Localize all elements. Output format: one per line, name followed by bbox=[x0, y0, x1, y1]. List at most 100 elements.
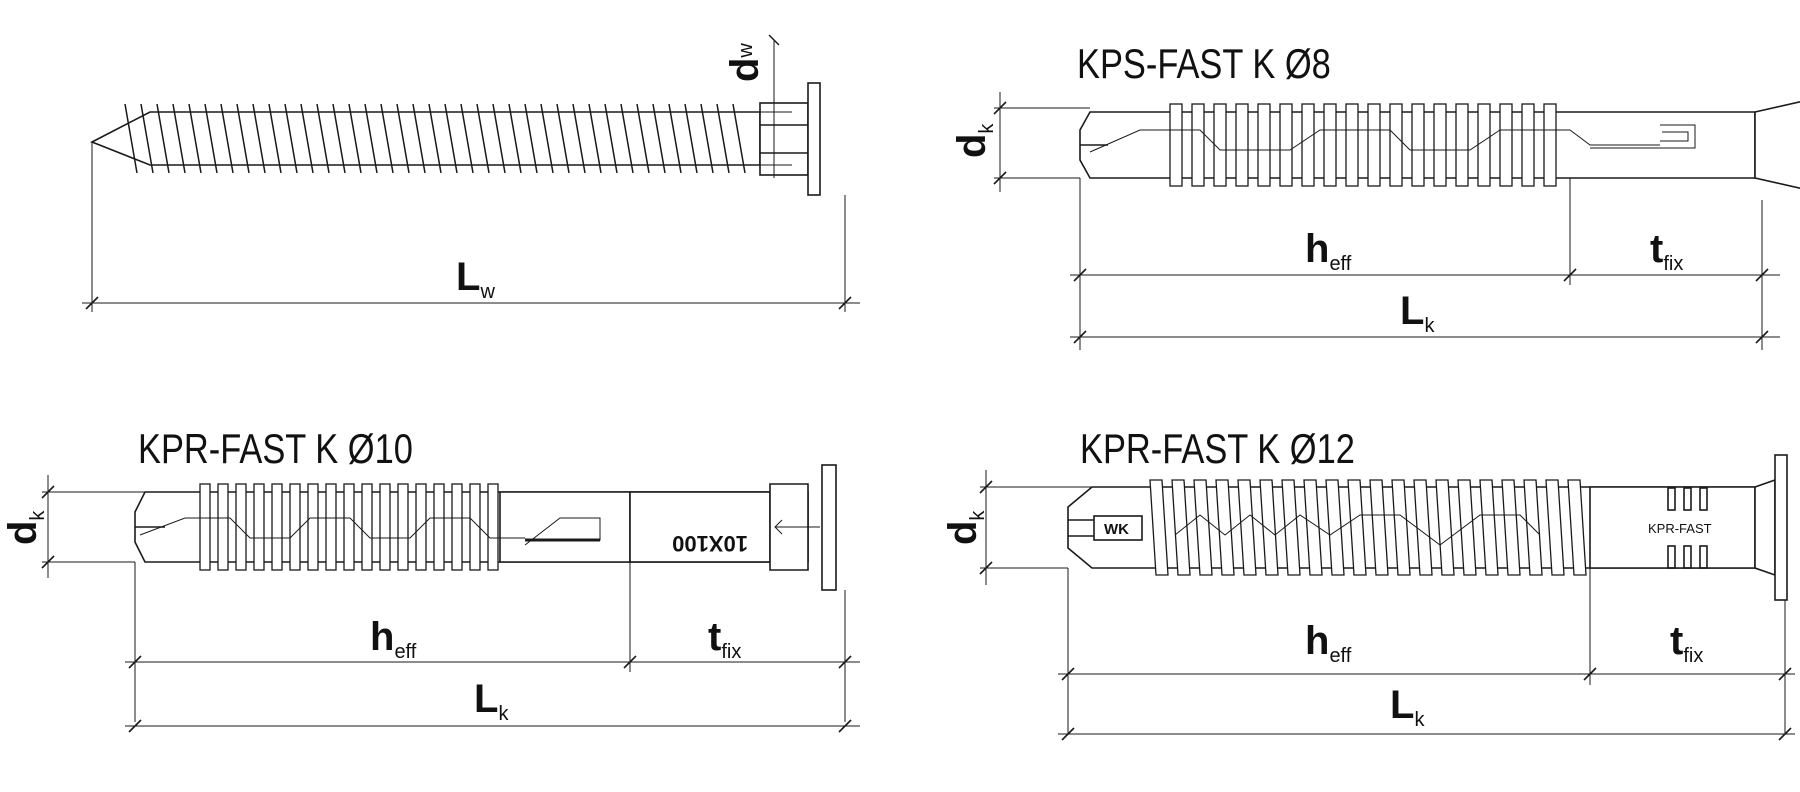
kps8-rib bbox=[1477, 103, 1491, 187]
kpr12-rib bbox=[1545, 479, 1565, 576]
screw-thread-crest bbox=[684, 103, 698, 174]
screw-thread-crest bbox=[332, 103, 346, 174]
screw-thread-crest bbox=[604, 103, 618, 174]
kps8-rib bbox=[1543, 103, 1557, 187]
kpr10-rib bbox=[361, 483, 373, 571]
screw-thread-crest bbox=[204, 103, 218, 174]
kpr10-ribs bbox=[199, 483, 499, 571]
kps8-rib bbox=[1455, 103, 1469, 187]
svg-text:dk: dk bbox=[941, 510, 989, 545]
kpr12-rib bbox=[1369, 479, 1389, 576]
kpr12-flange bbox=[1774, 454, 1788, 601]
kpr10-drawing: KPR-FAST K Ø10 10X100 dk heff tfix bbox=[1, 426, 860, 733]
kpr10-rib bbox=[433, 483, 445, 571]
kps8-lk-label: Lk bbox=[1400, 289, 1435, 337]
screw-thread-crest bbox=[364, 103, 378, 174]
screw-thread-crest bbox=[668, 103, 682, 174]
screw-thread-crest bbox=[252, 103, 266, 174]
kpr10-spreader-wire bbox=[139, 517, 525, 539]
kpr12-spreader-wire bbox=[1174, 514, 1541, 546]
screw-thread-crest bbox=[220, 103, 234, 174]
screw-dw-label: dw bbox=[723, 43, 767, 82]
kpr12-rib bbox=[1259, 479, 1279, 576]
screw-thread-crest bbox=[300, 103, 314, 174]
screw-thread-crest bbox=[172, 103, 186, 174]
screw-thread-crest bbox=[572, 103, 586, 174]
kpr12-rib bbox=[1303, 479, 1323, 576]
kps8-drawing: KPS-FAST K Ø8 dk heff tfix bbox=[950, 41, 1800, 350]
kpr12-drawing: KPR-FAST K Ø12 WK KPR-FAST dk bbox=[941, 426, 1795, 741]
screw-thread-crest bbox=[348, 103, 362, 174]
screw-thread-crest bbox=[652, 103, 666, 174]
screw-thread-crest bbox=[316, 103, 330, 174]
kps8-rib bbox=[1367, 103, 1381, 187]
kpr10-window bbox=[499, 491, 631, 563]
kpr12-rib bbox=[1325, 479, 1345, 576]
kps8-rib bbox=[1213, 103, 1227, 187]
screw-thread-crest bbox=[540, 103, 554, 174]
kps8-rib bbox=[1301, 103, 1315, 187]
kps8-ribs bbox=[1169, 103, 1557, 187]
kps8-rib bbox=[1433, 103, 1447, 187]
kps8-rib bbox=[1521, 103, 1535, 187]
kpr12-head-slots bbox=[1667, 487, 1708, 569]
kps8-rib bbox=[1499, 103, 1513, 187]
screw-drawing: dw Lw bbox=[82, 34, 860, 312]
kpr12-rib bbox=[1413, 479, 1433, 576]
screw-thread-crest bbox=[636, 103, 650, 174]
kpr10-rib bbox=[451, 483, 463, 571]
kpr10-rib bbox=[469, 483, 481, 571]
kpr12-rib bbox=[1149, 479, 1169, 576]
screw-thread-crest bbox=[620, 103, 634, 174]
screw-thread-crest bbox=[156, 103, 170, 174]
screw-thread-crest bbox=[524, 103, 538, 174]
kpr12-tip-marking: WK bbox=[1104, 521, 1129, 538]
kps8-rib bbox=[1257, 103, 1271, 187]
kpr12-dk-label: dk bbox=[941, 510, 989, 545]
kpr10-rib bbox=[343, 483, 355, 571]
kpr10-lk-label: Lk bbox=[474, 677, 509, 725]
screw-thread-crest bbox=[700, 103, 714, 174]
svg-text:dk: dk bbox=[1, 510, 49, 545]
kps8-spreader-wire bbox=[1089, 129, 1660, 153]
kpr12-rib bbox=[1193, 479, 1213, 576]
screw-thread-crest bbox=[268, 103, 282, 174]
kpr12-collar bbox=[1754, 478, 1776, 577]
screw-thread-crest bbox=[732, 103, 746, 174]
kps8-rib bbox=[1279, 103, 1293, 187]
screw-thread-crest bbox=[380, 103, 394, 174]
screw-thread-crest bbox=[444, 103, 458, 174]
kpr10-rib bbox=[379, 483, 391, 571]
svg-text:dw: dw bbox=[723, 43, 767, 82]
kpr12-rib bbox=[1237, 479, 1257, 576]
kpr10-rib bbox=[325, 483, 337, 571]
kpr10-rib bbox=[487, 483, 499, 571]
kpr10-rib bbox=[235, 483, 247, 571]
screw-thread-crest bbox=[716, 103, 730, 174]
kpr12-rib bbox=[1479, 479, 1499, 576]
kpr12-rib bbox=[1501, 479, 1521, 576]
screw-thread-crest bbox=[588, 103, 602, 174]
kpr10-tfix-label: tfix bbox=[708, 615, 741, 663]
kpr12-rib bbox=[1347, 479, 1367, 576]
kpr12-rib bbox=[1281, 479, 1301, 576]
screw-thread-crest bbox=[492, 103, 506, 174]
kpr10-dk-label: dk bbox=[1, 510, 49, 545]
kps8-dk-label: dk bbox=[950, 123, 998, 158]
kpr10-rib bbox=[289, 483, 301, 571]
kpr12-rib bbox=[1215, 479, 1235, 576]
kpr12-tfix-label: tfix bbox=[1670, 619, 1703, 667]
screw-thread-crest bbox=[236, 103, 250, 174]
screw-thread-crest bbox=[188, 103, 202, 174]
kps8-heff-label: heff bbox=[1305, 227, 1352, 275]
kpr12-rib bbox=[1171, 479, 1191, 576]
kpr10-rib bbox=[199, 483, 211, 571]
kpr10-rib bbox=[217, 483, 229, 571]
kps8-tfix-label: tfix bbox=[1650, 227, 1683, 275]
screw-washer bbox=[807, 82, 821, 196]
kpr12-rib bbox=[1457, 479, 1477, 576]
screw-thread-crest bbox=[396, 103, 410, 174]
kps8-rib bbox=[1345, 103, 1359, 187]
screw-thread-crest bbox=[428, 103, 442, 174]
